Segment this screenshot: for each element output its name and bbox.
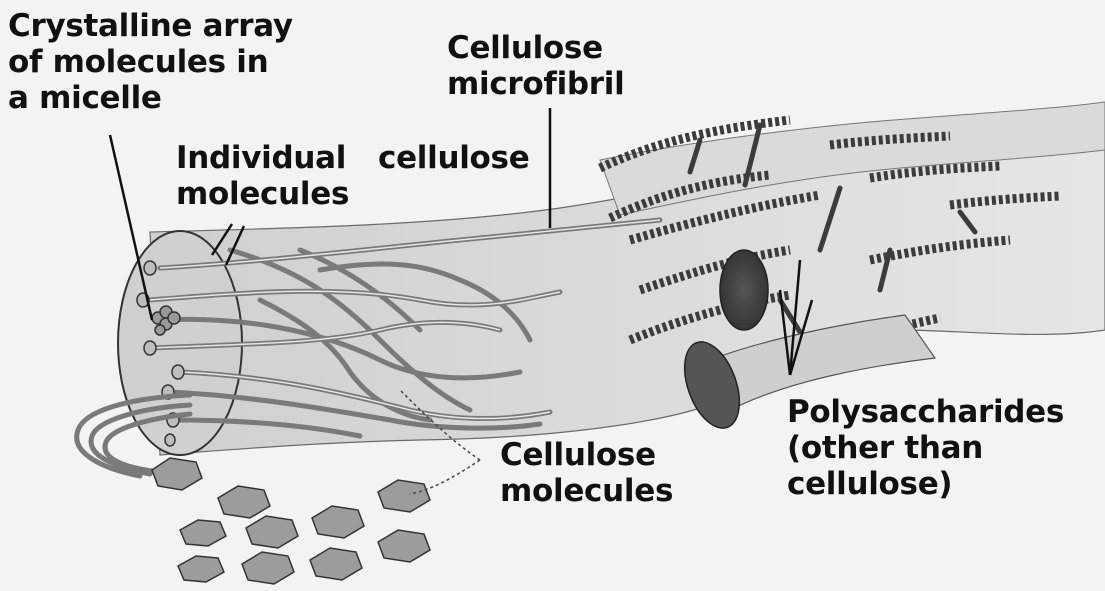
label-line: of molecules in [8, 44, 293, 80]
label-line: Polysaccharides [787, 394, 1064, 430]
label-polysaccharides: Polysaccharides (other than cellulose) [787, 394, 1064, 502]
label-line: Crystalline array [8, 8, 293, 44]
label-line: Cellulose [447, 30, 624, 66]
label-line: microfibril [447, 66, 624, 102]
label-individual-molecules: Individual molecules [176, 140, 349, 212]
label-line: molecules [500, 473, 673, 509]
label-line: cellulose [378, 140, 529, 176]
label-cellulose-molecules: Cellulose molecules [500, 437, 673, 509]
polysaccharide-disc [720, 250, 768, 330]
label-line: a micelle [8, 80, 293, 116]
label-line: Cellulose [500, 437, 673, 473]
label-cellulose-microfibril: Cellulose microfibril [447, 30, 624, 102]
label-line: molecules [176, 176, 349, 212]
hexagon-chain [152, 458, 430, 584]
label-cellulose: cellulose [378, 140, 529, 176]
label-crystalline-array: Crystalline array of molecules in a mice… [8, 8, 293, 116]
label-line: cellulose) [787, 466, 1064, 502]
label-line: Individual [176, 140, 349, 176]
label-line: (other than [787, 430, 1064, 466]
